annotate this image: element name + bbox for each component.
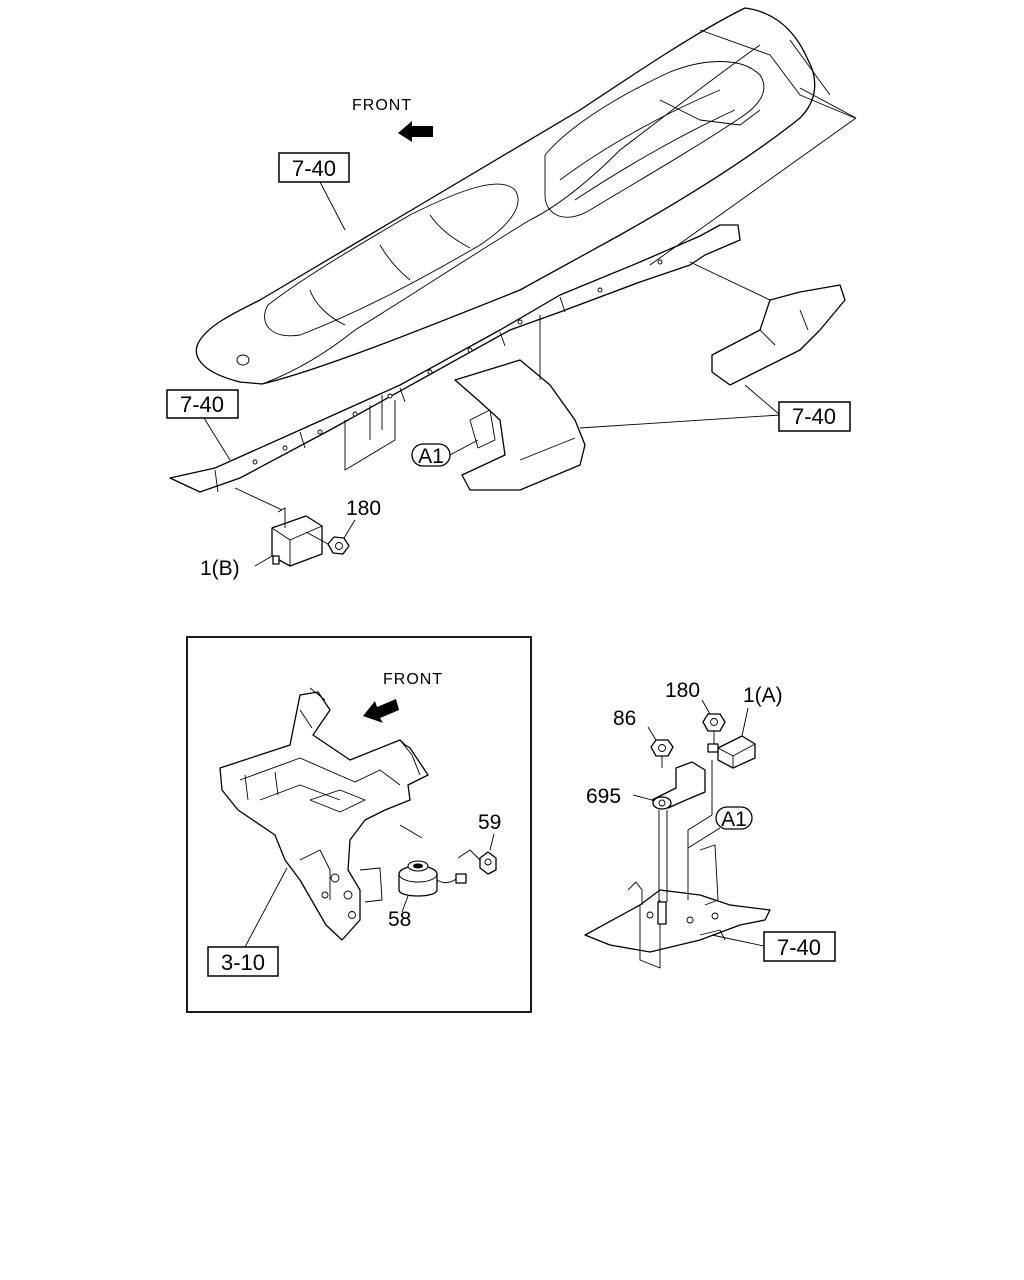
switch-59 — [457, 833, 497, 875]
detail-marker-a1-b: A1 — [715, 806, 753, 831]
svg-text:A1: A1 — [721, 808, 747, 831]
detail-view-a1: 695 86 180 1(A) A1 — [584, 679, 836, 969]
part-label-58: 58 — [388, 908, 411, 931]
svg-text:3-10: 3-10 — [221, 950, 265, 975]
control-unit-1a — [707, 707, 756, 769]
ref-box-top-3: 7-40 — [778, 401, 851, 432]
part-label-86: 86 — [613, 707, 636, 730]
part-label-1a: 1(A) — [743, 684, 783, 707]
part-label-695: 695 — [586, 785, 621, 808]
ref-box-inset: 3-10 — [207, 867, 288, 977]
front-direction-indicator-top: FRONT — [352, 97, 433, 142]
svg-text:7-40: 7-40 — [777, 935, 821, 960]
front-label-inset: FRONT — [383, 671, 443, 688]
clock-spring-coil-58 — [398, 824, 467, 913]
instrument-panel-assembly — [169, 7, 857, 511]
front-arrow-icon-inset — [363, 699, 399, 723]
svg-text:7-40: 7-40 — [180, 392, 224, 417]
svg-text:7-40: 7-40 — [792, 404, 836, 429]
ref-box-top-2: 7-40 — [166, 389, 239, 461]
ref-box-detail: 7-40 — [711, 931, 836, 962]
bracket-695 — [632, 761, 706, 810]
part-label-180-top: 180 — [346, 497, 381, 520]
control-unit-1b — [254, 507, 323, 567]
part-label-1b: 1(B) — [200, 557, 240, 580]
nut-86 — [647, 726, 674, 768]
svg-text:7-40: 7-40 — [292, 156, 336, 181]
part-label-180-detail: 180 — [665, 679, 700, 702]
svg-text:A1: A1 — [418, 445, 444, 468]
front-label-top: FRONT — [352, 97, 412, 114]
steering-support-bracket — [219, 687, 429, 941]
nut-180-detail — [701, 699, 726, 745]
inset-panel: FRONT — [186, 636, 532, 1013]
detail-marker-a1: A1 — [411, 439, 479, 468]
ref-box-top-1: 7-40 — [278, 152, 350, 231]
nut-180-top — [305, 519, 356, 555]
part-label-59: 59 — [478, 811, 501, 834]
front-arrow-icon — [398, 121, 433, 142]
beam-holes — [252, 259, 663, 465]
